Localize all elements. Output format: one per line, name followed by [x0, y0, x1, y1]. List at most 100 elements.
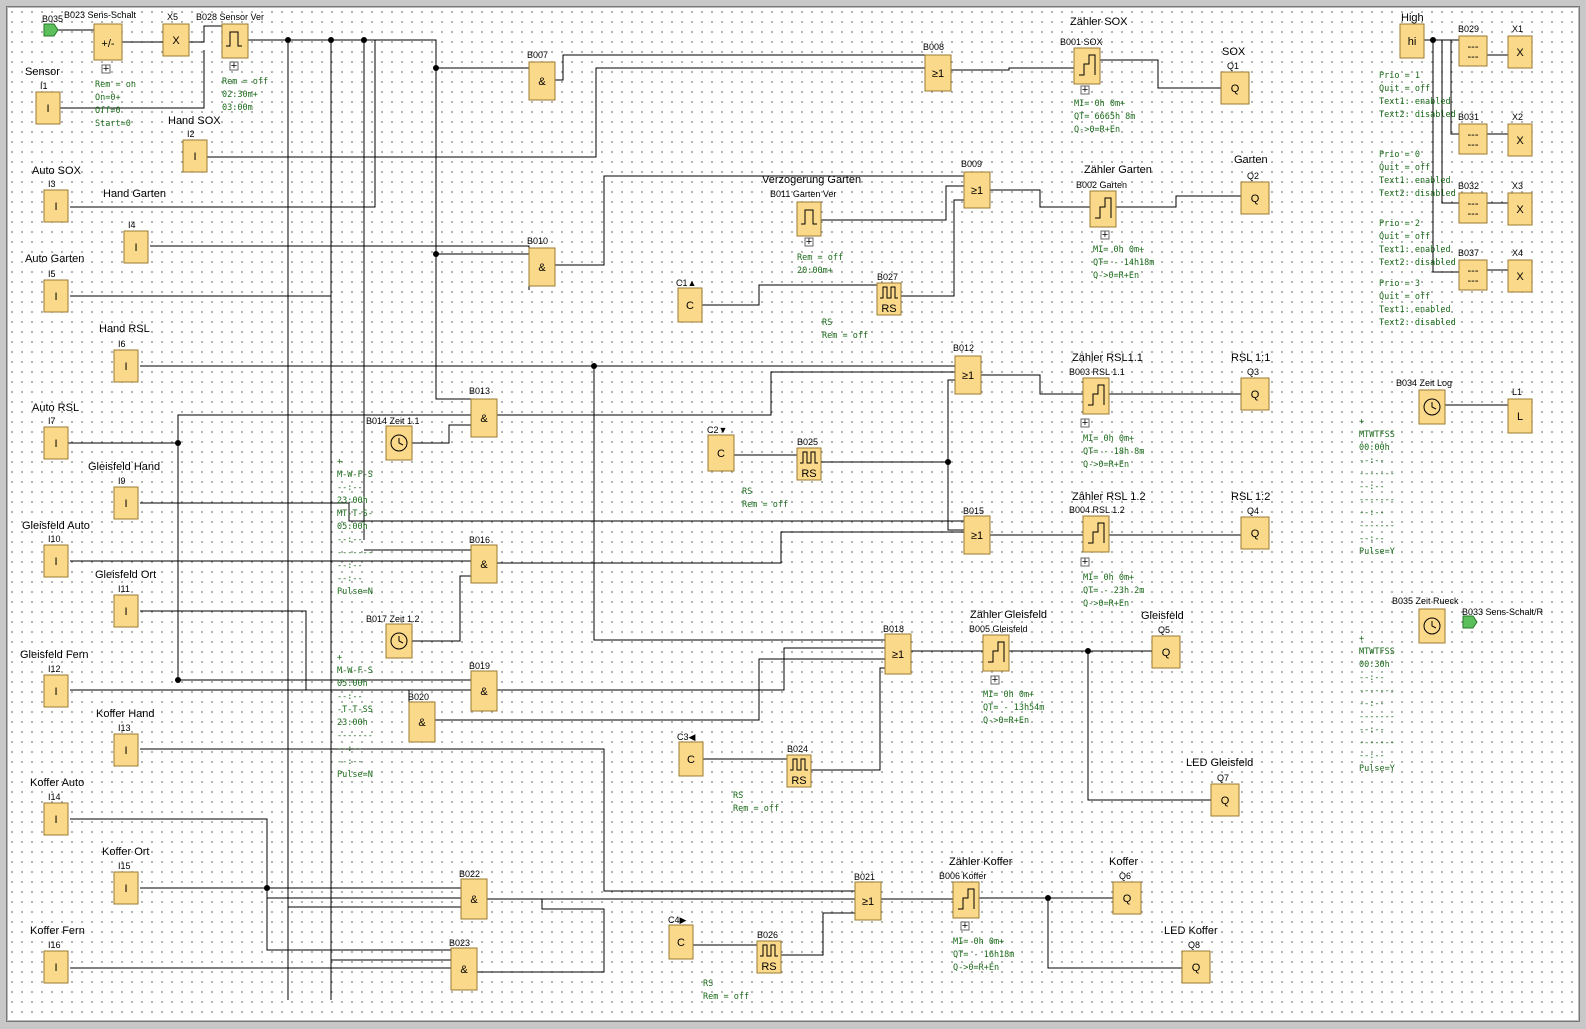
block-c4[interactable]: [668, 924, 694, 960]
block-b023b[interactable]: [450, 947, 478, 991]
block-b022[interactable]: [460, 878, 488, 920]
output-symbol: Q: [1251, 389, 1260, 401]
input-i6[interactable]: [113, 349, 139, 383]
input-i4[interactable]: [123, 230, 149, 264]
input-i2[interactable]: [182, 139, 208, 173]
block-b002[interactable]: [1089, 190, 1117, 228]
output-q3[interactable]: [1240, 377, 1270, 411]
block-b005-label: B005 Gleisfeld: [969, 624, 1028, 634]
input-i1[interactable]: [35, 91, 61, 125]
input-tag: I4: [128, 220, 136, 230]
block-b020[interactable]: [408, 701, 436, 743]
junction-dot: [361, 37, 367, 43]
output-q6[interactable]: [1112, 881, 1142, 915]
block-b027[interactable]: [876, 282, 902, 316]
input-i10[interactable]: [43, 544, 69, 578]
input-i15[interactable]: [113, 871, 139, 905]
output-q8[interactable]: [1181, 950, 1211, 984]
expand-icon[interactable]: [1100, 230, 1110, 240]
block-b016[interactable]: [470, 544, 498, 584]
block-b015[interactable]: [963, 515, 991, 555]
block-b010-symbol: &: [538, 262, 546, 274]
block-b005[interactable]: [982, 634, 1010, 672]
block-b007[interactable]: [528, 61, 556, 101]
x-symbol: X: [1516, 204, 1524, 216]
block-b024[interactable]: [786, 754, 812, 788]
block-b004[interactable]: [1082, 515, 1110, 553]
block-b028[interactable]: [221, 23, 249, 59]
expand-icon[interactable]: [229, 61, 239, 71]
block-b005-param: QT= - 13h54m: [983, 703, 1044, 713]
output-title-q8: LED Koffer: [1164, 925, 1218, 937]
block-b014[interactable]: [385, 425, 413, 461]
expand-icon[interactable]: [804, 237, 814, 247]
output-title-q2: Garten: [1234, 154, 1268, 166]
block-b013[interactable]: [470, 398, 498, 438]
block-b010[interactable]: [528, 247, 556, 287]
wires: [58, 25, 1508, 1000]
output-q1[interactable]: [1220, 71, 1250, 105]
output-q7[interactable]: [1210, 783, 1240, 817]
block-b037-param: Text1: enabled: [1379, 305, 1451, 315]
output-q5[interactable]: [1151, 635, 1181, 669]
block-l1[interactable]: [1507, 398, 1533, 434]
block-c3[interactable]: [678, 741, 704, 777]
block-x5[interactable]: [162, 23, 190, 57]
expand-icon[interactable]: [1080, 85, 1090, 95]
input-i3[interactable]: [43, 189, 69, 223]
block-hi[interactable]: [1399, 23, 1425, 59]
block-b035-param: Pulse=Y: [1359, 764, 1395, 774]
input-label-i11: Gleisfeld Ort: [95, 569, 156, 581]
block-b022-label: B022: [459, 869, 480, 879]
output-title-q3: RSL 1:1: [1231, 352, 1270, 364]
block-c1[interactable]: [677, 287, 703, 323]
expand-icon[interactable]: [1080, 557, 1090, 567]
input-i12[interactable]: [43, 674, 69, 708]
block-b026[interactable]: [756, 940, 782, 974]
input-i13[interactable]: [113, 733, 139, 767]
block-b006[interactable]: [952, 881, 980, 919]
block-b037[interactable]: [1458, 259, 1488, 291]
wire: [1116, 195, 1241, 208]
block-b031[interactable]: [1458, 123, 1488, 155]
block-b008[interactable]: [924, 54, 952, 92]
output-symbol: Q: [1162, 647, 1171, 659]
block-b023[interactable]: [93, 23, 123, 61]
input-i16[interactable]: [43, 950, 69, 984]
input-i5[interactable]: [43, 279, 69, 313]
block-b019[interactable]: [470, 670, 498, 712]
block-x1[interactable]: [1507, 35, 1533, 69]
input-i14[interactable]: [43, 802, 69, 836]
wire: [140, 610, 471, 691]
x-symbol: X: [1516, 135, 1524, 147]
output-q2[interactable]: [1240, 181, 1270, 215]
block-x4[interactable]: [1507, 259, 1533, 293]
block-b001[interactable]: [1073, 47, 1101, 85]
expand-icon[interactable]: [1080, 418, 1090, 428]
expand-icon[interactable]: [101, 64, 111, 74]
block-b009[interactable]: [963, 171, 991, 209]
connector-b035[interactable]: [43, 23, 59, 37]
block-b032[interactable]: [1458, 192, 1488, 224]
block-b021[interactable]: [854, 881, 882, 921]
expand-icon[interactable]: [960, 921, 970, 931]
expand-icon[interactable]: [990, 675, 1000, 685]
block-b029[interactable]: [1458, 35, 1488, 67]
block-b012[interactable]: [954, 355, 982, 395]
input-i11[interactable]: [113, 594, 139, 628]
block-x2[interactable]: [1507, 123, 1533, 157]
block-b011[interactable]: [796, 201, 822, 237]
block-b003[interactable]: [1082, 377, 1110, 415]
block-b025[interactable]: [796, 447, 822, 481]
block-x3[interactable]: [1507, 192, 1533, 226]
input-i7[interactable]: [43, 426, 69, 460]
block-c2[interactable]: [707, 434, 735, 472]
block-b018[interactable]: [884, 633, 912, 675]
wire: [1441, 40, 1459, 204]
connector-b033[interactable]: [1462, 615, 1478, 629]
input-i9[interactable]: [113, 486, 139, 520]
output-symbol: Q: [1251, 528, 1260, 540]
output-symbol: Q: [1123, 893, 1132, 905]
output-q4[interactable]: [1240, 516, 1270, 550]
